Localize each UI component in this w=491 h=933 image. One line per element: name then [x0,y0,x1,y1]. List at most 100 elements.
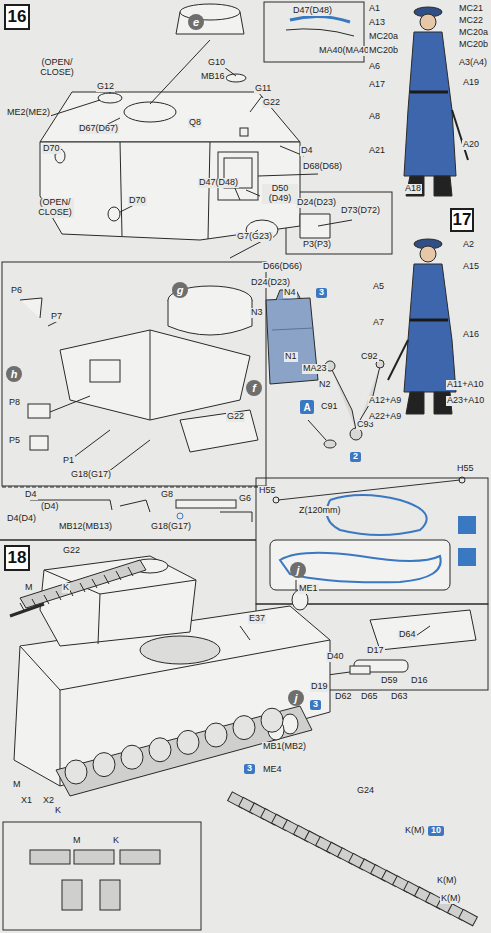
part-label: A18 [404,184,422,194]
view-callout: g [172,282,188,298]
callout-icon: 10 [428,826,444,836]
part-label: P8 [8,398,21,408]
part-label: ME1 [298,584,319,594]
part-label: D67(D67) [78,124,119,134]
part-label: MC20a [458,28,489,38]
part-label: K [62,583,70,593]
part-label: G11 [254,84,272,94]
part-label: D59 [380,676,399,686]
view-callout: j [290,562,306,578]
track-run [228,792,478,926]
part-label: D40 [326,652,345,662]
part-label: K(M) [440,894,462,904]
node-text: 18 [8,548,27,568]
part-label: A19 [462,78,480,88]
part-label: (D4) [40,502,60,512]
track-link [56,591,61,600]
part-label: MB12(MB13) [58,522,113,532]
part-label: (OPEN/ CLOSE) [38,58,76,78]
part-label: D68(D68) [302,162,343,172]
part-label: A20 [462,140,480,150]
part-label: P1 [62,456,75,466]
part-label: MB1(MB2) [262,742,307,752]
part-label: (OPEN/ CLOSE) [36,198,74,218]
callout-icon: 3 [310,700,321,710]
step-number: 16 [4,4,30,30]
node-text: 17 [453,210,472,230]
part-label: G22 [62,546,81,556]
part-label: D62 [334,692,353,702]
part-label: D70 [128,196,147,206]
callout-icon: 3 [244,764,255,774]
node-text: f [252,382,256,394]
part-label: N4 [283,288,297,298]
road-wheels [65,708,283,784]
callout-icon: 3 [316,288,327,298]
part-label: MC21 [458,4,484,14]
view-callout: e [188,14,204,30]
road-wheel [205,723,227,747]
road-wheel [149,738,171,762]
part-label: A15 [462,262,480,272]
part-label: K(M) [404,826,426,836]
part-label: D4 [300,146,314,156]
road-wheel [233,716,255,740]
part-label: G8 [160,490,174,500]
part-label: G22 [262,98,281,108]
part-label: D16 [410,676,429,686]
part-label: X1 [20,796,33,806]
part-label: MB16 [200,72,226,82]
part-label: C92 [360,352,379,362]
track-link [104,575,109,584]
part-label: D65 [360,692,379,702]
part-label: G22 [226,412,245,422]
part-label: D24(D23) [296,198,337,208]
interior-parts [20,286,258,478]
track-link [128,567,133,576]
part-label: N3 [250,308,264,318]
road-wheel [65,760,87,784]
part-label: MC20b [458,40,489,50]
step-number: 18 [4,545,30,571]
track-link [116,571,121,580]
part-label: G6 [238,494,252,504]
part-label: D63 [390,692,409,702]
view-callout: j [288,690,304,706]
track-link [32,599,37,608]
track-link [44,595,49,604]
part-label: K [54,806,62,816]
callout-icon: 2 [350,452,361,462]
part-label: A6 [368,62,381,72]
part-label: MA40(MA40) [318,46,373,56]
part-label: D17 [366,646,385,656]
part-label: E37 [248,614,266,624]
part-label: D50 (D49) [262,184,298,204]
track-link [80,583,85,592]
part-label: A12+A9 [368,396,402,406]
node-text: A [303,402,310,413]
part-label: A11+A10 [446,380,485,390]
leader-lines [50,40,318,258]
part-label: A23+A10 [446,396,485,406]
part-label: D4 [24,490,38,500]
road-wheel [177,730,199,754]
paint-icon: A [300,400,314,414]
part-label: A8 [368,112,381,122]
part-label: G7(G23) [236,232,273,242]
part-label: M [72,836,82,846]
part-label: A1 [368,4,381,14]
road-wheel [261,708,283,732]
part-label: D47(D48) [292,6,333,16]
part-label: G18(G17) [150,522,192,532]
part-label: P7 [50,312,63,322]
part-label: D66(D66) [262,262,303,272]
part-label: H55 [456,464,475,474]
part-label: D47(D48) [198,178,239,188]
part-label: D64 [398,630,417,640]
part-label: P6 [10,286,23,296]
view-callout: h [6,366,22,382]
part-label: G10 [207,58,226,68]
track-link [92,579,97,588]
